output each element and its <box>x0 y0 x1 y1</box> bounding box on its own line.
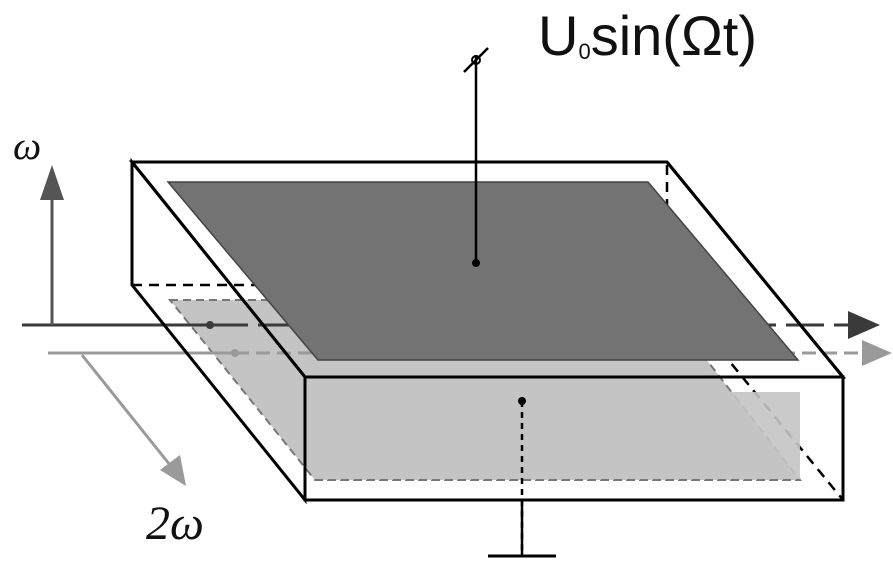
output-frequency-label: 2ω <box>146 497 204 550</box>
omega-polarization-arrow <box>40 165 64 325</box>
crystal-right-edge <box>665 161 845 378</box>
ground-lead <box>488 397 556 558</box>
crystal-front-face <box>130 157 845 505</box>
top-electrode <box>166 181 800 361</box>
beam-omega-arrowhead <box>848 311 880 339</box>
two-omega-polarization-arrow <box>80 354 186 486</box>
beam-two-omega-arrowhead <box>862 340 892 366</box>
top-electrode-lead <box>463 47 489 267</box>
beam-two-omega <box>48 340 892 366</box>
voltage-source-label: U0sin(Ωt) <box>538 4 758 67</box>
input-frequency-label: ω <box>13 123 42 168</box>
